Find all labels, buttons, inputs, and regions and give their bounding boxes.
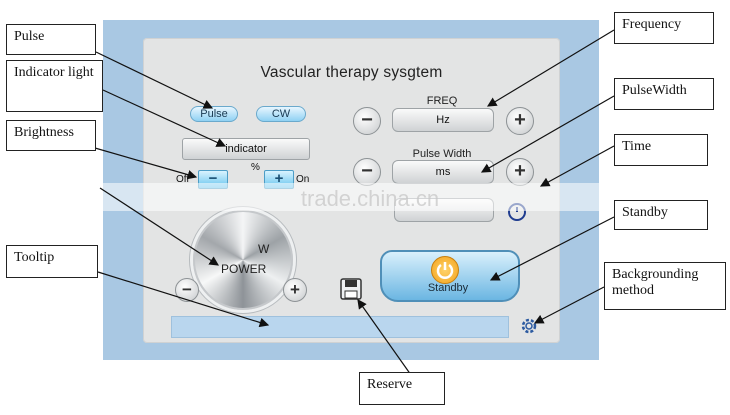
gear-icon[interactable] [517, 314, 541, 338]
callout-frequency: Frequency [614, 12, 714, 44]
screen-title: Vascular therapy sysgtem [260, 64, 443, 81]
pulse-mode-button[interactable]: Pulse [190, 106, 238, 122]
brightness-on-label: On [296, 174, 310, 185]
cw-mode-button[interactable]: CW [256, 106, 306, 122]
callout-backgrounding-method: Backgrounding method [604, 262, 726, 310]
callout-brightness: Brightness [6, 120, 96, 151]
power-increase-button[interactable]: + [283, 278, 307, 302]
callout-pulse: Pulse [6, 24, 96, 55]
callout-time: Time [614, 134, 708, 166]
freq-label: FREQ [426, 95, 458, 107]
callout-pulse-width: PulseWidth [614, 78, 714, 110]
brightness-off-label: Off [176, 174, 190, 185]
save-icon[interactable] [340, 278, 362, 300]
pulse-width-label: Pulse Width [412, 148, 472, 160]
callout-reserve: Reserve [359, 372, 445, 405]
power-decrease-button[interactable]: − [175, 278, 199, 302]
watermark-text: trade.china.cn [300, 186, 440, 211]
freq-value-field[interactable]: Hz [392, 108, 494, 132]
callout-tooltip: Tooltip [6, 245, 98, 278]
power-unit-label: W [258, 242, 270, 256]
power-icon [431, 256, 459, 284]
indicator-light-button[interactable]: indicator [182, 138, 310, 160]
power-label: POWER [221, 262, 267, 276]
freq-increase-button[interactable]: + [506, 107, 534, 135]
standby-label: Standby [427, 282, 469, 294]
watermark-band [0, 183, 730, 211]
callout-standby: Standby [614, 200, 708, 230]
freq-decrease-button[interactable]: − [353, 107, 381, 135]
brightness-unit-label: % [251, 162, 260, 173]
callout-indicator-light: Indicator light [6, 60, 103, 112]
